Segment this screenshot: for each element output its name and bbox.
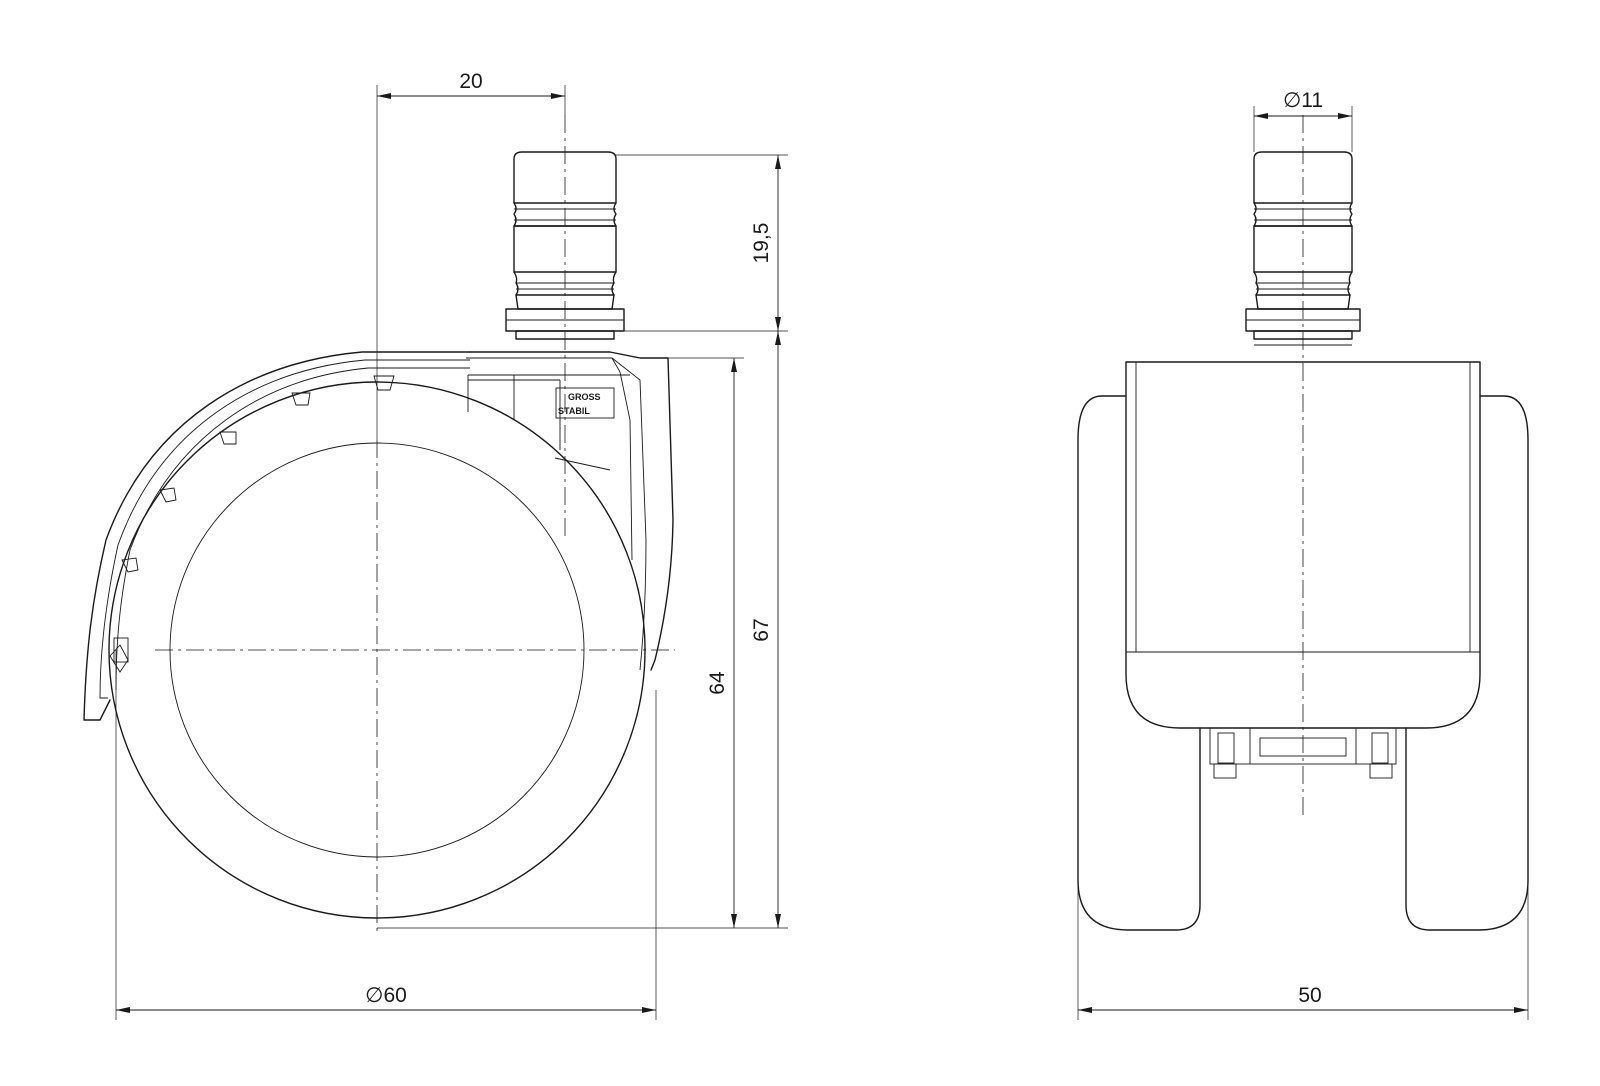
dim-label-19-5: 19,5 — [750, 223, 773, 264]
dim-diameter-11: ∅11 — [1253, 89, 1353, 152]
dim-label-diameter-11: ∅11 — [1283, 89, 1323, 112]
logo-line2: STABIL — [558, 406, 590, 416]
dimension-lines: 20 19,5 67 64 — [115, 70, 1529, 1020]
logo-line1: GROSS — [568, 392, 601, 402]
dim-label-50: 50 — [1298, 984, 1321, 1007]
side-view: GROSS STABIL — [83, 115, 675, 935]
dim-64: 64 — [668, 357, 744, 928]
dim-67: 67 — [377, 331, 788, 929]
dim-label-64: 64 — [706, 671, 729, 695]
front-wheels — [1077, 395, 1529, 931]
dim-diameter-60: ∅60 — [115, 650, 657, 1020]
logo-gross-stabil: GROSS STABIL — [555, 387, 615, 419]
dim-label-67: 67 — [750, 618, 773, 641]
front-view — [1077, 115, 1529, 931]
dim-label-20: 20 — [459, 70, 482, 93]
dim-19-5: 19,5 — [616, 154, 788, 332]
side-housing — [466, 351, 674, 671]
side-hood — [83, 351, 471, 721]
side-center-lines — [155, 115, 675, 935]
dim-50: 50 — [1077, 880, 1529, 1020]
dim-label-diameter-60: ∅60 — [365, 984, 407, 1007]
hood-clips — [121, 375, 395, 573]
dim-20: 20 — [376, 70, 566, 440]
